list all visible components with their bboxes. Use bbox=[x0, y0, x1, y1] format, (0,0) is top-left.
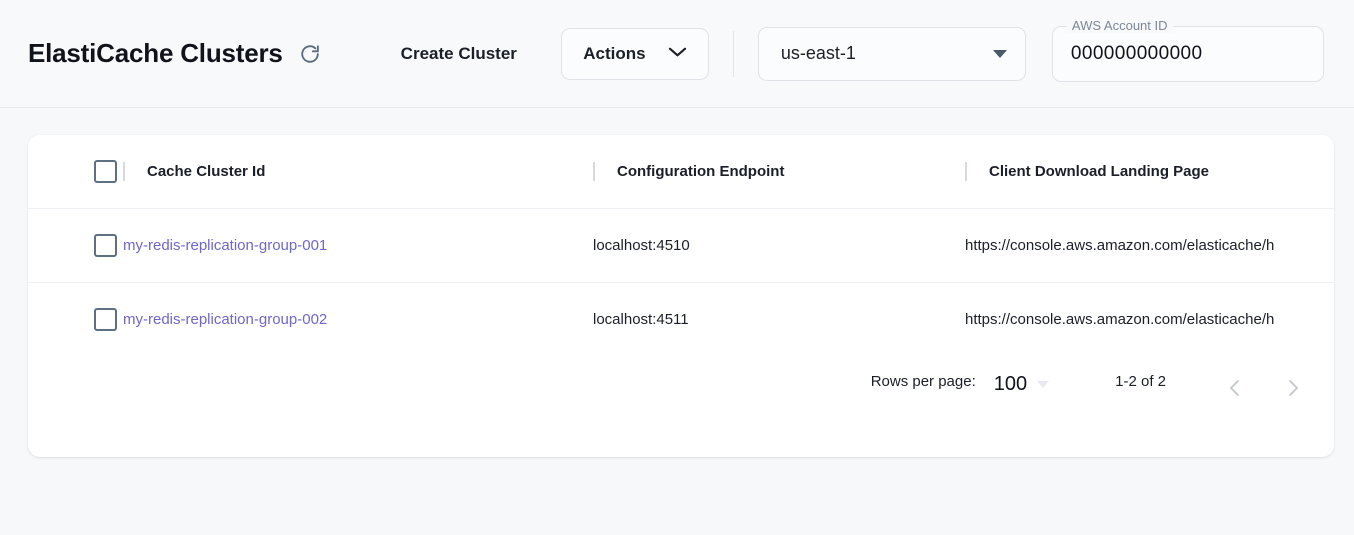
cluster-link[interactable]: my-redis-replication-group-002 bbox=[123, 310, 328, 328]
refresh-icon[interactable] bbox=[297, 41, 323, 67]
column-header-configuration-endpoint[interactable]: Configuration Endpoint bbox=[593, 135, 965, 209]
table-body: my-redis-replication-group-001 localhost… bbox=[28, 208, 1334, 357]
app-header-bar: ElastiCache Clusters Create Cluster Acti… bbox=[0, 0, 1354, 108]
row-select-cell bbox=[28, 209, 123, 283]
row-select-cell bbox=[28, 283, 123, 357]
rows-per-page-value: 100 bbox=[993, 373, 1028, 395]
header-divider bbox=[732, 30, 734, 77]
region-select-value: us-east-1 bbox=[780, 43, 856, 63]
column-header-cache-cluster-id[interactable]: Cache Cluster Id bbox=[123, 135, 593, 209]
cell-cache-cluster-id: my-redis-replication-group-002 bbox=[123, 283, 593, 357]
cell-client-download-landing-page: https://console.aws.amazon.com/elasticac… bbox=[965, 209, 1334, 283]
page-title: ElastiCache Clusters bbox=[28, 38, 283, 68]
title-group: ElastiCache Clusters bbox=[28, 38, 323, 69]
table-header-row: Cache Cluster Id Configuration Endpoint … bbox=[28, 135, 1334, 209]
landing-page-text: https://console.aws.amazon.com/elasticac… bbox=[965, 310, 1275, 328]
previous-page-button[interactable] bbox=[1218, 373, 1252, 407]
column-header-label: Cache Cluster Id bbox=[147, 163, 266, 180]
column-header-label: Configuration Endpoint bbox=[617, 163, 785, 180]
chevron-down-icon bbox=[668, 45, 687, 63]
cell-configuration-endpoint: localhost:4510 bbox=[593, 209, 965, 283]
table-row[interactable]: my-redis-replication-group-001 localhost… bbox=[28, 208, 1334, 283]
row-checkbox[interactable] bbox=[94, 234, 117, 257]
landing-page-text: https://console.aws.amazon.com/elasticac… bbox=[965, 236, 1275, 254]
next-page-button[interactable] bbox=[1276, 373, 1310, 407]
column-header-client-download-landing-page[interactable]: Client Download Landing Page bbox=[965, 135, 1334, 209]
rows-per-page-label: Rows per page: bbox=[870, 373, 976, 390]
cell-cache-cluster-id: my-redis-replication-group-001 bbox=[123, 209, 593, 283]
rows-per-page-select[interactable]: 100 bbox=[993, 373, 1050, 396]
column-divider bbox=[593, 162, 595, 181]
region-select[interactable]: us-east-1 bbox=[757, 26, 1026, 81]
create-cluster-button[interactable]: Create Cluster bbox=[391, 36, 527, 72]
select-all-cell bbox=[28, 135, 123, 209]
triangle-down-icon bbox=[992, 49, 1007, 58]
content-area: Cache Cluster Id Configuration Endpoint … bbox=[0, 108, 1354, 457]
clusters-table-card: Cache Cluster Id Configuration Endpoint … bbox=[28, 135, 1334, 457]
table-pagination: Rows per page: 100 1-2 of 2 bbox=[28, 354, 1334, 457]
select-all-checkbox[interactable] bbox=[94, 160, 117, 183]
column-header-label: Client Download Landing Page bbox=[989, 163, 1210, 180]
cell-client-download-landing-page: https://console.aws.amazon.com/elasticac… bbox=[965, 283, 1334, 357]
table-row[interactable]: my-redis-replication-group-002 localhost… bbox=[28, 282, 1334, 357]
aws-account-id-field[interactable]: AWS Account ID 000000000000 bbox=[1051, 17, 1324, 82]
aws-account-id-value: 000000000000 bbox=[1070, 42, 1203, 64]
endpoint-text: localhost:4511 bbox=[593, 310, 689, 328]
endpoint-text: localhost:4510 bbox=[593, 236, 690, 254]
chevron-left-icon bbox=[1227, 378, 1243, 403]
clusters-table: Cache Cluster Id Configuration Endpoint … bbox=[28, 135, 1334, 356]
column-divider bbox=[123, 162, 125, 181]
cell-configuration-endpoint: localhost:4511 bbox=[593, 283, 965, 357]
table-header: Cache Cluster Id Configuration Endpoint … bbox=[28, 135, 1334, 209]
cluster-link[interactable]: my-redis-replication-group-001 bbox=[123, 236, 328, 254]
triangle-down-icon bbox=[1037, 381, 1050, 388]
chevron-right-icon bbox=[1285, 378, 1301, 403]
actions-button[interactable]: Actions bbox=[560, 27, 709, 80]
aws-account-id-label: AWS Account ID bbox=[1066, 17, 1173, 33]
actions-button-label: Actions bbox=[583, 43, 646, 63]
row-checkbox[interactable] bbox=[94, 308, 117, 331]
pagination-range-label: 1-2 of 2 bbox=[1115, 373, 1166, 390]
column-divider bbox=[965, 162, 967, 181]
